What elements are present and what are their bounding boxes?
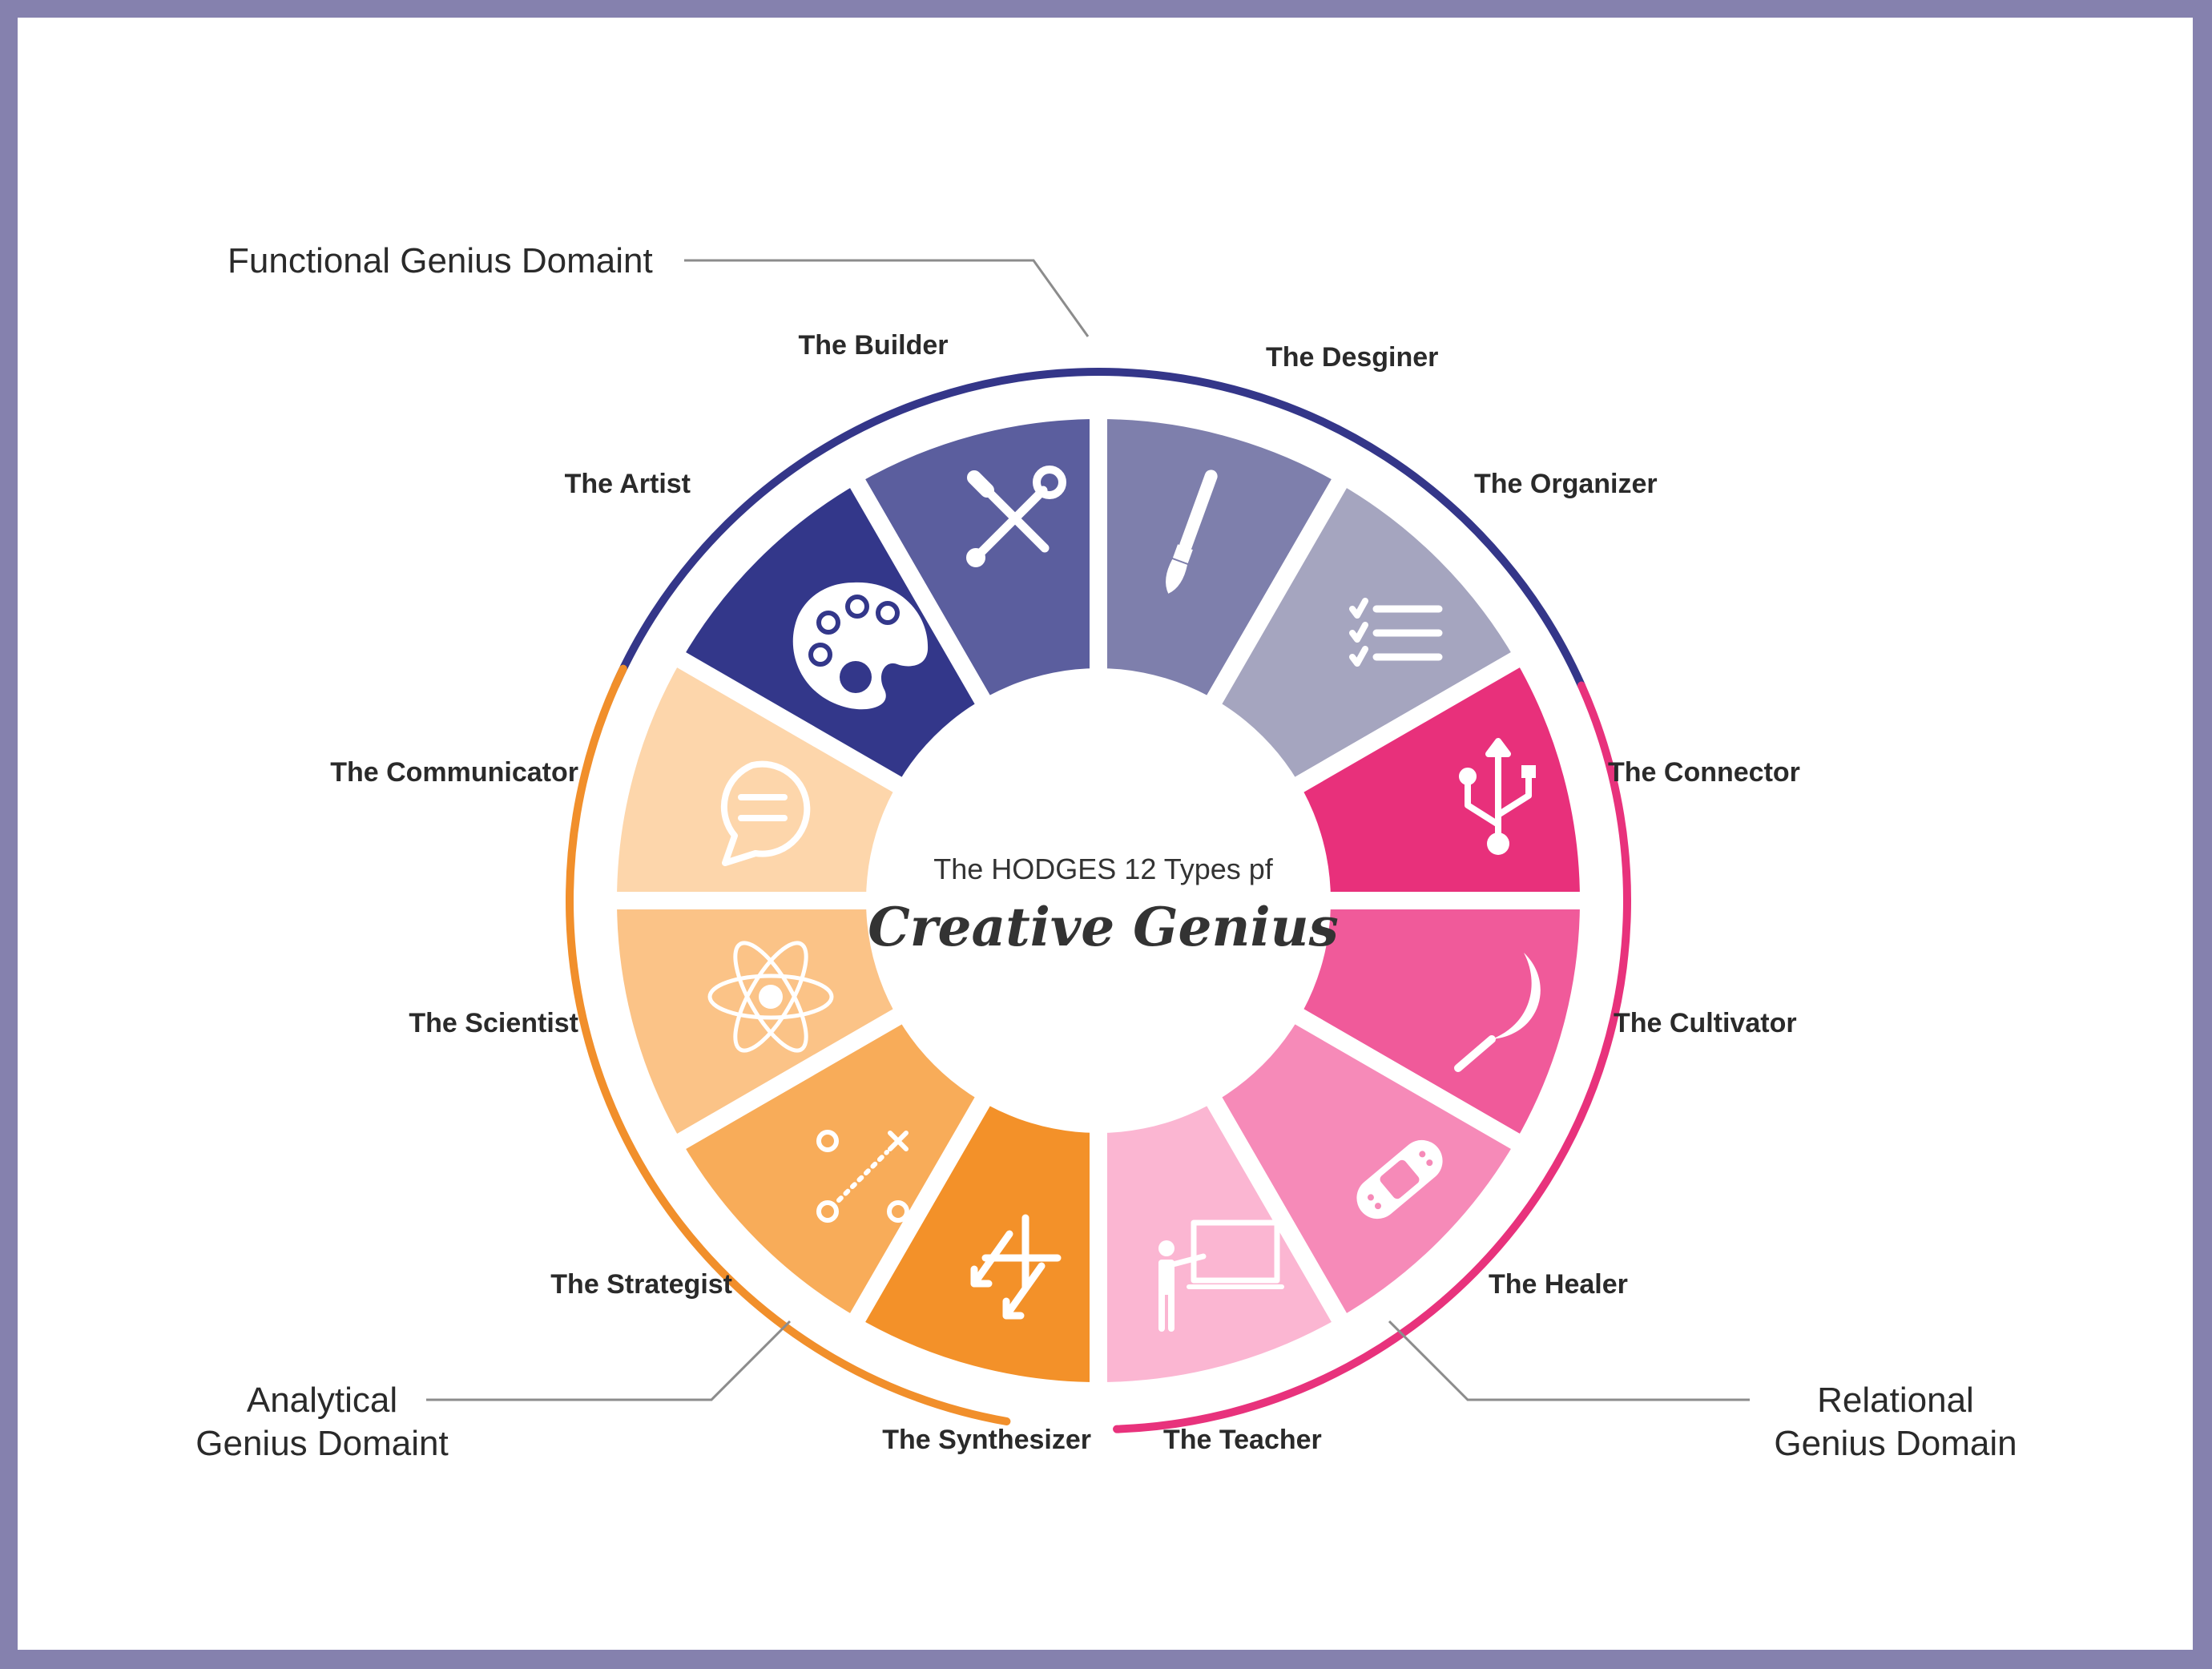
relational-leader-line [1388, 1320, 1750, 1401]
label-builder: The Builder [798, 330, 948, 361]
strategy-play-icon [816, 1130, 909, 1223]
analytical-domain-label-line2: Genius Domaint [195, 1424, 448, 1463]
analytical-domain-arc [566, 664, 1011, 1425]
analytical-domain-label-line1: Analytical [247, 1381, 397, 1420]
paintbrush-icon [1166, 470, 1218, 594]
label-connector: The Connector [1608, 757, 1800, 788]
segment-labels: The Builder The Desginer The Organizer T… [330, 330, 1800, 1455]
label-artist: The Artist [565, 469, 691, 499]
label-scientist: The Scientist [409, 1008, 578, 1038]
label-designer: The Desginer [1266, 342, 1438, 373]
creative-genius-wheel: The HODGES 12 Types pf Creative Genius T… [195, 241, 2017, 1463]
segment-icons [707, 466, 1541, 1332]
page-frame: The HODGES 12 Types pf Creative Genius T… [18, 18, 2193, 1650]
label-healer: The Healer [1489, 1269, 1628, 1300]
checklist-icon [1349, 598, 1443, 667]
relational-domain-label-line1: Relational [1817, 1381, 1974, 1420]
label-strategist: The Strategist [550, 1269, 732, 1300]
center-subtitle: The HODGES 12 Types pf [933, 853, 1274, 885]
tools-icon [966, 466, 1066, 567]
teacher-board-icon [1158, 1219, 1284, 1332]
analytical-leader-line [426, 1320, 792, 1401]
center-hub [866, 668, 1331, 1133]
domain-arcs [566, 368, 1631, 1433]
palette-icon [792, 582, 929, 710]
center-title: Creative Genius [868, 896, 1339, 958]
functional-domain-arc [611, 368, 1585, 690]
label-synthesizer: The Synthesizer [882, 1425, 1091, 1455]
relational-domain-label-line2: Genius Domain [1774, 1424, 2017, 1463]
functional-leader-line [684, 259, 1090, 337]
speech-bubble-icon [720, 760, 811, 866]
merge-arrows-icon [970, 1214, 1062, 1320]
label-cultivator: The Cultivator [1614, 1008, 1797, 1038]
relational-domain-arc [1113, 681, 1631, 1433]
label-teacher: The Teacher [1163, 1425, 1322, 1455]
atom-icon [707, 941, 834, 1053]
bandage-icon [1356, 1139, 1443, 1219]
leader-lines [426, 259, 1750, 1401]
label-organizer: The Organizer [1474, 469, 1658, 499]
usb-icon [1459, 738, 1536, 855]
label-communicator: The Communicator [330, 757, 578, 788]
sickle-icon [1454, 953, 1541, 1072]
functional-domain-label: Functional Genius Domaint [228, 241, 653, 280]
